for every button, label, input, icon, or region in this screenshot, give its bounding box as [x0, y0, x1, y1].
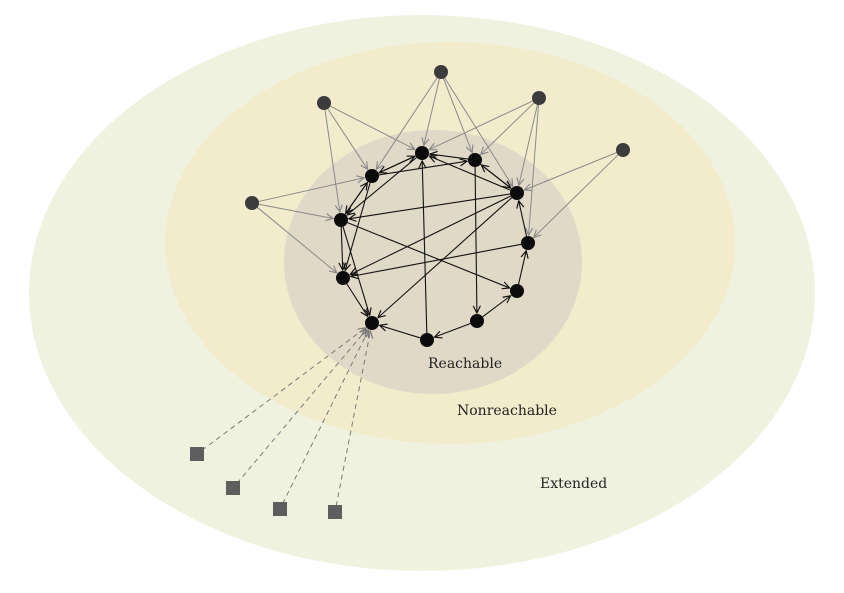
external-square-node — [190, 447, 204, 461]
core-edge — [482, 296, 511, 318]
core-edge — [518, 251, 527, 285]
reachable-label: Reachable — [428, 356, 502, 372]
core-node — [468, 153, 482, 167]
outer-node — [434, 65, 448, 79]
core-node — [510, 186, 524, 200]
outer-edge — [443, 76, 513, 186]
dashed-edge — [335, 331, 370, 507]
core-edge — [341, 226, 342, 270]
core-edge — [349, 193, 511, 219]
outer-edge — [257, 178, 364, 203]
core-node — [334, 213, 348, 227]
external-square-node — [273, 502, 287, 516]
dashed-edge — [236, 329, 367, 484]
nonreachable-label: Nonreachable — [457, 403, 557, 419]
core-edge — [429, 156, 511, 191]
core-edge — [378, 197, 513, 318]
outer-edge — [534, 153, 620, 237]
core-edge — [347, 222, 509, 288]
core-node — [470, 314, 484, 328]
external-square-node — [226, 481, 240, 495]
outer-node — [317, 96, 331, 110]
core-edge — [345, 182, 371, 271]
outer-edge — [481, 101, 536, 154]
core-edge — [380, 325, 421, 339]
nodes — [190, 65, 630, 519]
outer-edge — [256, 206, 337, 273]
core-node — [420, 333, 434, 347]
outer-edges — [256, 76, 620, 273]
extended-label: Extended — [540, 476, 607, 492]
outer-edge — [529, 103, 540, 235]
outer-edge — [326, 107, 367, 169]
reachable-region — [284, 130, 582, 394]
core-edge — [350, 195, 511, 274]
core-edge — [342, 226, 370, 316]
core-node — [415, 146, 429, 160]
outer-edge — [424, 77, 441, 145]
outer-node — [245, 196, 259, 210]
core-edge — [346, 181, 369, 214]
outer-node — [616, 143, 630, 157]
core-edge — [351, 243, 522, 276]
core-edge — [434, 322, 471, 337]
core-edge — [481, 165, 512, 190]
core-edge — [347, 157, 417, 214]
dashed-edge — [201, 328, 366, 451]
core-edge — [378, 156, 414, 174]
core-edge — [422, 161, 428, 334]
core-node — [365, 316, 379, 330]
outer-node — [532, 91, 546, 105]
outer-edge — [376, 76, 439, 169]
outer-edge — [442, 77, 472, 153]
outer-edge — [257, 203, 333, 218]
core-node — [336, 271, 350, 285]
core-edges — [341, 154, 526, 338]
core-edge — [475, 166, 477, 313]
outer-edge — [429, 100, 534, 150]
core-node — [521, 236, 535, 250]
outer-edge — [324, 108, 340, 212]
core-node — [510, 284, 524, 298]
external-square-node — [328, 505, 342, 519]
core-edge — [519, 201, 528, 237]
core-node — [365, 169, 379, 183]
outer-edge — [524, 151, 618, 190]
dashed-edges — [201, 328, 371, 507]
outer-edge — [519, 103, 539, 185]
outer-edge — [329, 105, 415, 150]
